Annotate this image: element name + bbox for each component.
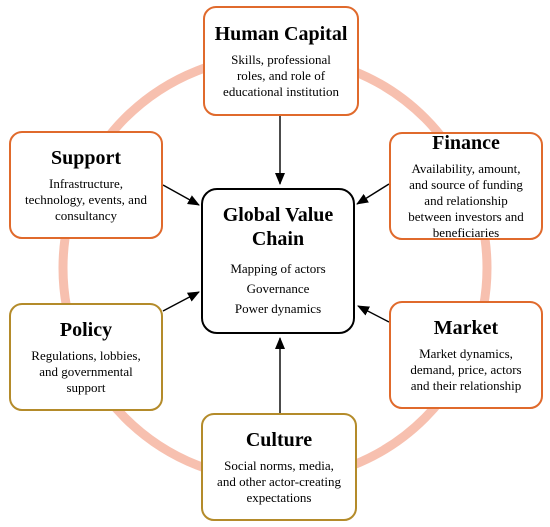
arrow-policy-to-center bbox=[162, 291, 200, 312]
market-box: Market Market dynamics, demand, price, a… bbox=[389, 301, 543, 409]
support-box: Support Infrastructure, technology, even… bbox=[9, 131, 163, 239]
policy-description: Regulations, lobbies, and governmental s… bbox=[31, 348, 141, 395]
culture-title: Culture bbox=[245, 429, 313, 451]
finance-box: Finance Availability, amount, and source… bbox=[389, 132, 543, 240]
arrow-market-to-center bbox=[357, 305, 390, 323]
human-capital-box: Human Capital Skills, professional roles… bbox=[203, 6, 359, 116]
arrow-support-to-center bbox=[162, 184, 200, 206]
center-item-governance: Governance bbox=[246, 281, 310, 296]
center-item-power-dynamics: Power dynamics bbox=[234, 301, 322, 316]
global-value-chain-box: Global Value Chain Mapping of actors Gov… bbox=[201, 188, 355, 334]
market-title: Market bbox=[433, 317, 499, 339]
finance-description: Availability, amount, and source of fund… bbox=[408, 161, 524, 240]
culture-description: Social norms, media, and other actor-cre… bbox=[217, 458, 341, 505]
policy-title: Policy bbox=[59, 319, 113, 341]
market-description: Market dynamics, demand, price, actors a… bbox=[410, 346, 522, 393]
center-item-mapping-of-actors: Mapping of actors bbox=[230, 261, 326, 276]
finance-title: Finance bbox=[432, 132, 500, 154]
policy-box: Policy Regulations, lobbies, and governm… bbox=[9, 303, 163, 411]
support-description: Infrastructure, technology, events, and … bbox=[25, 176, 147, 223]
culture-box: Culture Social norms, media, and other a… bbox=[201, 413, 357, 521]
human-capital-description: Skills, professional roles, and role of … bbox=[223, 52, 339, 99]
arrow-finance-to-center bbox=[356, 183, 390, 205]
global-value-chain-title: Global Value Chain bbox=[222, 204, 334, 250]
support-title: Support bbox=[50, 147, 122, 169]
human-capital-title: Human Capital bbox=[214, 23, 348, 45]
